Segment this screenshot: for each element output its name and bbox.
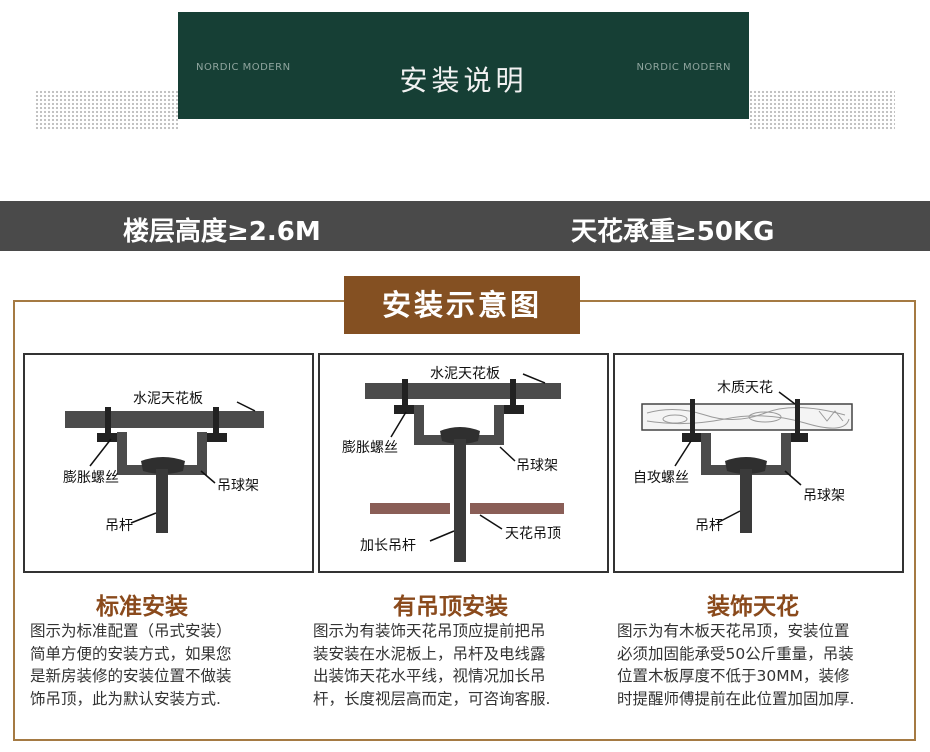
label-bracket: 吊球架 [217,478,259,494]
caption-line: 图示为有木板天花吊顶，安装位置 [617,622,850,640]
label-bracket: 吊球架 [516,458,558,474]
caption-text-wood: 图示为有木板天花吊顶，安装位置 必须加固能承受50公斤重量，吊装 位置木板厚度不… [617,620,912,710]
diagram-suspended-ceiling-install: 水泥天花板 膨胀螺丝 吊球架 天花吊顶 加长吊杆 [318,353,609,573]
label-cement-slab: 水泥天花板 [430,366,500,382]
label-wood-ceiling: 木质天花 [717,380,773,396]
label-cement-slab: 水泥天花板 [133,391,203,407]
dot-pattern-right [749,90,895,130]
label-extended-rod: 加长吊杆 [360,538,416,554]
diagram-wood-ceiling-install: 木质天花 自攻螺丝 吊球架 吊杆 [613,353,904,573]
label-suspended-ceiling: 天花吊顶 [505,526,561,542]
spec-band: 楼层高度≥2.6M 天花承重≥50KG [0,201,930,251]
caption-text-standard: 图示为标准配置（吊式安装） 简单方便的安装方式，如果您 是新房装修的安装位置不做… [30,620,315,710]
caption-line: 图示为有装饰天花吊顶应提前把吊 [313,622,546,640]
caption-line: 必须加固能承受50公斤重量，吊装 [617,644,854,663]
label-expansion-bolt: 膨胀螺丝 [342,440,398,456]
caption-line: 饰吊顶，此为默认安装方式. [30,689,221,708]
caption-line: 图示为标准配置（吊式安装） [30,622,232,640]
label-rod: 吊杆 [105,518,133,534]
header-left-tag: NORDIC MODERN [196,62,291,73]
spec-ceiling-load: 天花承重≥50KG [571,217,775,247]
caption-line: 出装饰天花水平线，视情况加长吊 [313,667,546,685]
label-bracket: 吊球架 [803,488,845,504]
caption-line: 是新房装修的安装位置不做装 [30,667,232,685]
caption-line: 装安装在水泥板上，吊杆及电线露 [313,644,546,663]
spec-floor-height: 楼层高度≥2.6M [123,217,321,247]
caption-line: 杆，长度视层高而定，可咨询客服. [313,689,551,708]
header-banner: NORDIC MODERN 安装说明 NORDIC MODERN [178,12,749,119]
header-right-tag: NORDIC MODERN [636,62,731,73]
caption-line: 位置木板厚度不低于30MM，装修 [617,667,850,685]
standard-install-drawing [65,401,264,533]
caption-line: 时提醒师傅提前在此位置加固加厚. [617,689,855,708]
page-title: 安装说明 [399,64,528,97]
dot-pattern-left [35,90,178,130]
label-self-tapping-screw: 自攻螺丝 [633,470,689,486]
caption-text-suspended: 图示为有装饰天花吊顶应提前把吊 装安装在水泥板上，吊杆及电线露 出装饰天花水平线… [313,620,613,710]
caption-line: 简单方便的安装方式，如果您 [30,644,232,663]
section-title: 安装示意图 [344,276,580,334]
wood-ceiling-drawing [641,391,853,533]
caption-title-standard: 标准安装 [96,594,188,620]
diagram-standard-install: 水泥天花板 膨胀螺丝 吊球架 吊杆 [23,353,314,573]
label-expansion-bolt: 膨胀螺丝 [63,470,119,486]
caption-title-wood: 装饰天花 [707,594,799,620]
label-rod: 吊杆 [695,518,723,534]
suspended-ceiling-drawing [365,373,564,562]
caption-title-suspended: 有吊顶安装 [393,594,508,620]
